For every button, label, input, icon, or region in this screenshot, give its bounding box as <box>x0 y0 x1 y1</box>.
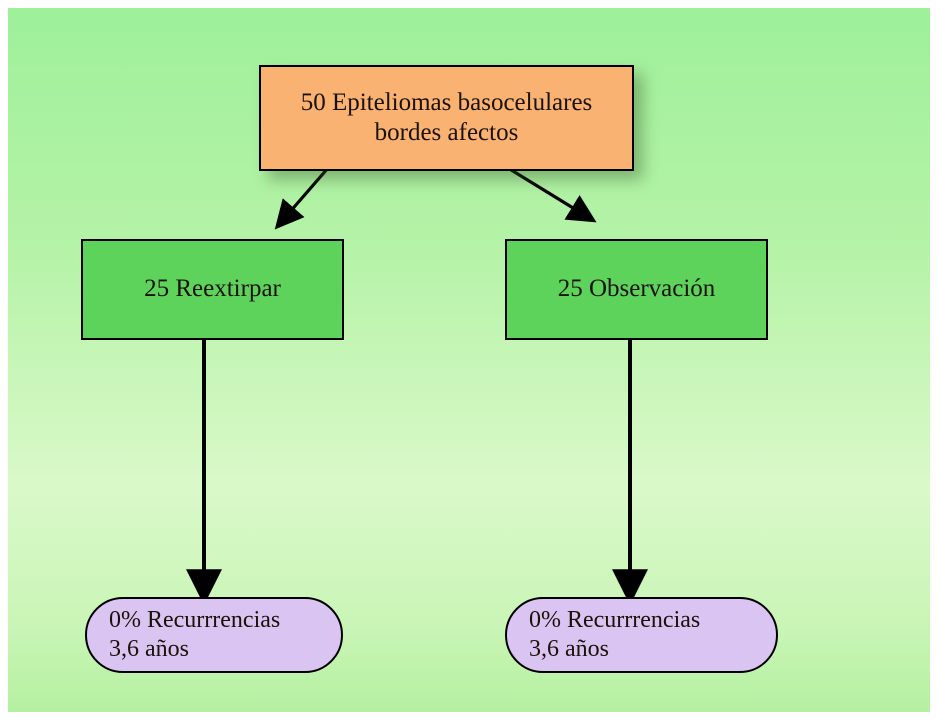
node-top-cohort: 50 Epiteliomas basocelulares bordes afec… <box>259 65 634 171</box>
node-right-line1: 25 Observación <box>557 275 716 303</box>
node-term-left-line2: 3,6 años <box>109 636 189 662</box>
node-arm-observation: 25 Observación <box>505 239 768 340</box>
node-top-line2: bordes afectos <box>374 119 519 146</box>
node-left-line1: 25 Reextirpar <box>144 275 281 303</box>
node-outcome-reexcision: 0% Recurrrencias 3,6 años <box>85 597 343 673</box>
node-top-line1: 50 Epiteliomas basocelulares <box>300 88 593 116</box>
edge-top-to-left <box>274 166 330 230</box>
edge-top-to-right <box>507 166 597 223</box>
connector-layer <box>186 166 648 606</box>
node-outcome-observation: 0% Recurrrencias 3,6 años <box>505 597 778 673</box>
node-arm-reexcision: 25 Reextirpar <box>81 239 344 340</box>
node-term-right-line1: 0% Recurrrencias <box>529 606 701 633</box>
diagram-background: 50 Epiteliomas basocelulares bordes afec… <box>8 8 930 712</box>
node-term-left-line1: 0% Recurrrencias <box>109 606 281 633</box>
node-term-right-line2: 3,6 años <box>529 636 609 662</box>
